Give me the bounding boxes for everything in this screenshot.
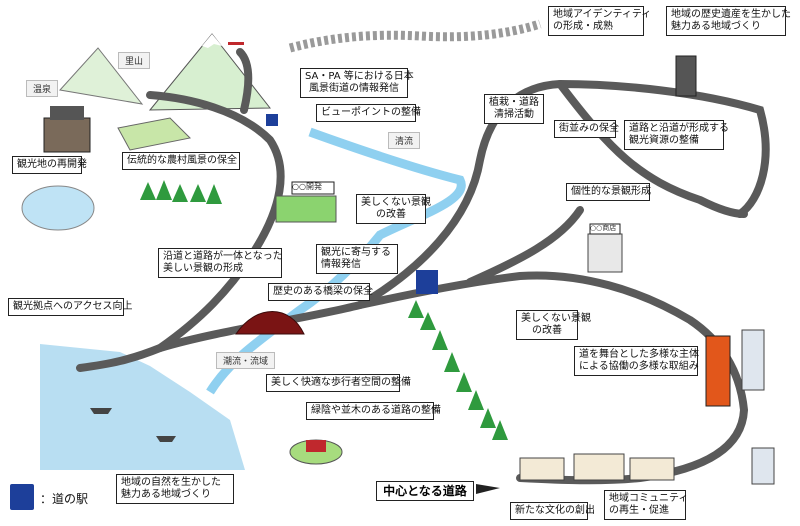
community-building xyxy=(629,457,675,481)
main-road-label: 中心となる道路 xyxy=(376,481,474,501)
community-building xyxy=(573,453,625,481)
label-viewpoint: ビューポイントの整備 xyxy=(316,104,421,122)
label-heritage: 地域の歴史遺産を生かした 魅力ある地域づくり xyxy=(666,6,791,36)
torii-gate xyxy=(228,42,244,45)
dev-sign-text: ○○開発 xyxy=(292,182,322,191)
legend-text: ：道の駅 xyxy=(40,492,89,506)
main-road-arrow xyxy=(476,484,500,494)
boat xyxy=(90,408,112,414)
label-planting: 植栽・道路 清掃活動 xyxy=(484,94,544,124)
label-nature: 地域の自然を生かした 魅力ある地域づくり xyxy=(116,474,234,504)
hotel-roof xyxy=(50,106,84,120)
label-tourism-resources: 道路と沿道が形成する 観光資源の整備 xyxy=(624,120,729,150)
river xyxy=(206,127,466,395)
tag-onsen: 温泉 xyxy=(26,80,59,97)
label-community: 地域コミュニティ の再生・促進 xyxy=(604,490,688,520)
michi-no-eki-sign xyxy=(416,270,438,294)
hotel-building xyxy=(43,117,91,153)
office-building xyxy=(741,329,765,391)
tree-clusters xyxy=(140,180,508,440)
label-farm-scenery: 伝統的な農村風景の保全 xyxy=(122,152,240,170)
label-pedestrian: 美しく快適な歩行者空間の整備 xyxy=(266,374,411,392)
label-streetscape: 街並みの保全 xyxy=(554,120,619,138)
label-culture: 新たな文化の創出 xyxy=(510,502,595,520)
park-area xyxy=(275,195,337,223)
pagoda xyxy=(675,55,697,97)
office-building-small xyxy=(751,447,775,485)
label-greenery: 緑陰や並木のある道路の整備 xyxy=(306,402,441,420)
label-bridge: 歴史のある橋梁の保全 xyxy=(268,283,373,301)
expressway xyxy=(288,19,542,53)
sea-area xyxy=(40,344,245,470)
shop-signboard xyxy=(589,223,621,235)
label-hot-spring-dev: 観光地の再開発 xyxy=(12,156,87,174)
label-tourism-info: 観光に寄与する 情報発信 xyxy=(316,244,398,274)
dev-signboard xyxy=(291,181,335,195)
farmland xyxy=(117,117,192,151)
label-collaboration: 道を舞台とした多様な主体 による協働の多様な取組み xyxy=(574,346,699,376)
store-sign-text: ○○商店 xyxy=(590,224,617,232)
label-identity: 地域アイデンティティ の形成・成熟 xyxy=(548,6,651,36)
tag-choryu: 潮流・流域 xyxy=(216,352,276,369)
label-access: 観光拠点へのアクセス向上 xyxy=(8,298,133,316)
orange-building xyxy=(705,335,731,407)
label-ugly-scenery-1: 美しくない景観 の改善 xyxy=(356,194,431,224)
label-sapa: SA・PA 等における日本 風景街道の情報発信 xyxy=(300,68,414,98)
label-unique-scenery: 個性的な景観形成 xyxy=(566,183,651,201)
red-house xyxy=(306,440,326,452)
historic-bridge xyxy=(235,311,305,335)
legend: ：道の駅 xyxy=(10,484,130,514)
parking-sign xyxy=(266,114,278,126)
label-unified-scenery: 沿道と道路が一体となった 美しい景観の形成 xyxy=(158,248,283,278)
boat xyxy=(156,436,176,442)
michi-no-eki-icon xyxy=(10,484,34,510)
satoyama-hill xyxy=(59,47,144,105)
label-ugly-scenery-2: 美しくない景観 の改善 xyxy=(516,310,591,340)
tag-satoyama: 里山 xyxy=(118,52,151,69)
shop-building xyxy=(587,233,623,273)
lake xyxy=(21,185,95,231)
tag-seiryu: 清流 xyxy=(388,132,421,149)
community-building xyxy=(519,457,565,481)
mountain-snowcap xyxy=(202,34,222,48)
